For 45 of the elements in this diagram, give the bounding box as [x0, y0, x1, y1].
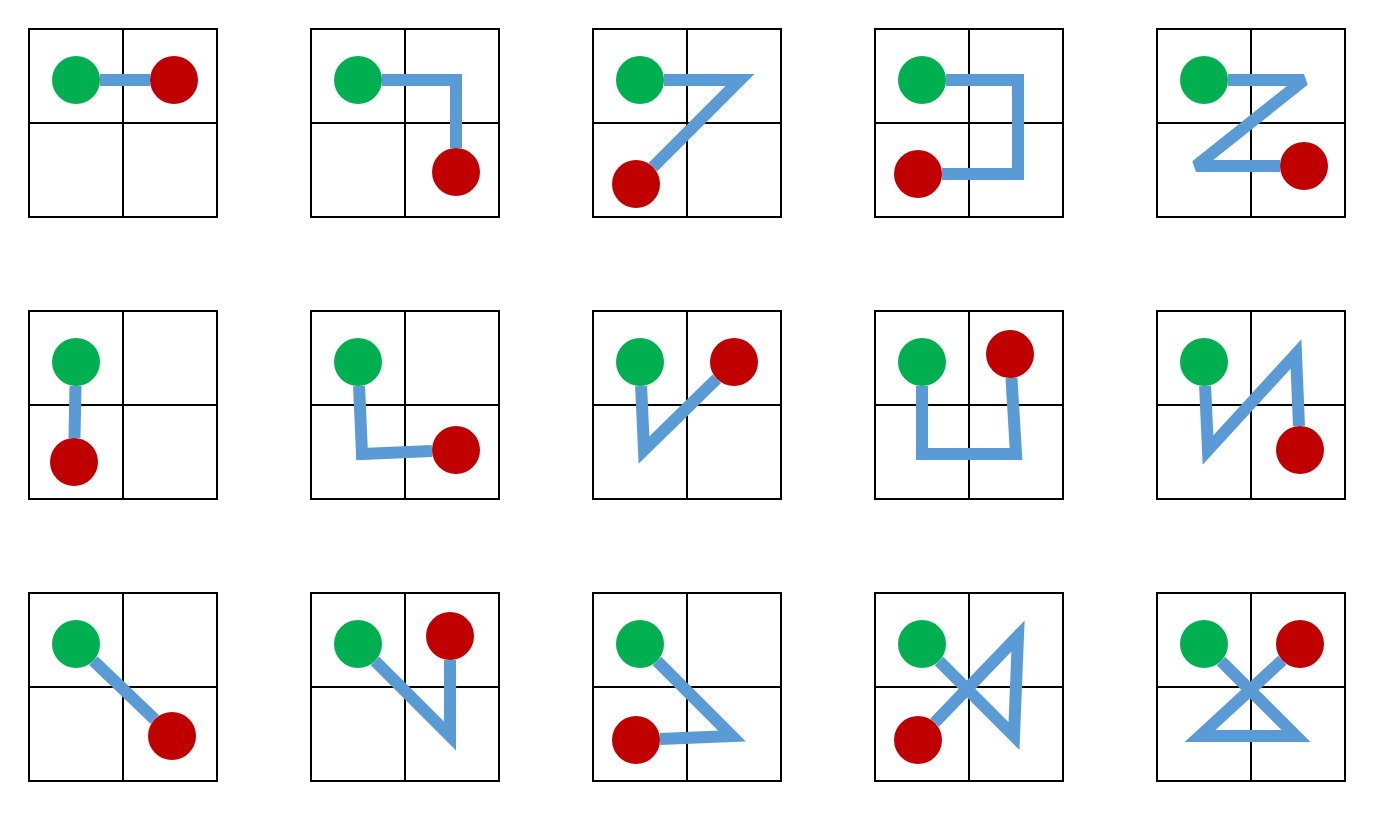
dot [52, 620, 100, 668]
connector-line [1190, 74, 1310, 172]
dot [150, 56, 198, 104]
dot [1180, 56, 1228, 104]
connector-line [942, 74, 1024, 180]
connector-line [89, 656, 159, 724]
dot [612, 716, 660, 764]
dot [334, 338, 382, 386]
dot [334, 56, 382, 104]
dot [148, 712, 196, 760]
dot [1276, 426, 1324, 474]
dot [894, 716, 942, 764]
dot [432, 426, 480, 474]
connector-line [930, 620, 1025, 750]
connector-line [68, 385, 82, 439]
connector-line [1184, 655, 1311, 742]
dot [894, 150, 942, 198]
dot [1280, 142, 1328, 190]
dot [1180, 620, 1228, 668]
dot [334, 620, 382, 668]
dot [986, 330, 1034, 378]
connector-line [100, 74, 150, 86]
dot [426, 612, 474, 660]
connector-line [652, 656, 746, 745]
dot [432, 148, 480, 196]
dot [612, 160, 660, 208]
dot [1276, 620, 1324, 668]
dot [52, 338, 100, 386]
dot [898, 620, 946, 668]
dot [710, 338, 758, 386]
dot [50, 438, 98, 486]
dot [898, 338, 946, 386]
connector-line [353, 385, 433, 461]
dot [1180, 338, 1228, 386]
dot [616, 56, 664, 104]
connector-line [382, 74, 462, 148]
dot [616, 620, 664, 668]
connector-line [916, 377, 1023, 460]
dot [52, 56, 100, 104]
dot [616, 338, 664, 386]
connector-line [1199, 339, 1305, 465]
connector-line [648, 74, 755, 172]
connector-line [370, 656, 456, 751]
connector-line [635, 374, 722, 464]
dot [898, 56, 946, 104]
